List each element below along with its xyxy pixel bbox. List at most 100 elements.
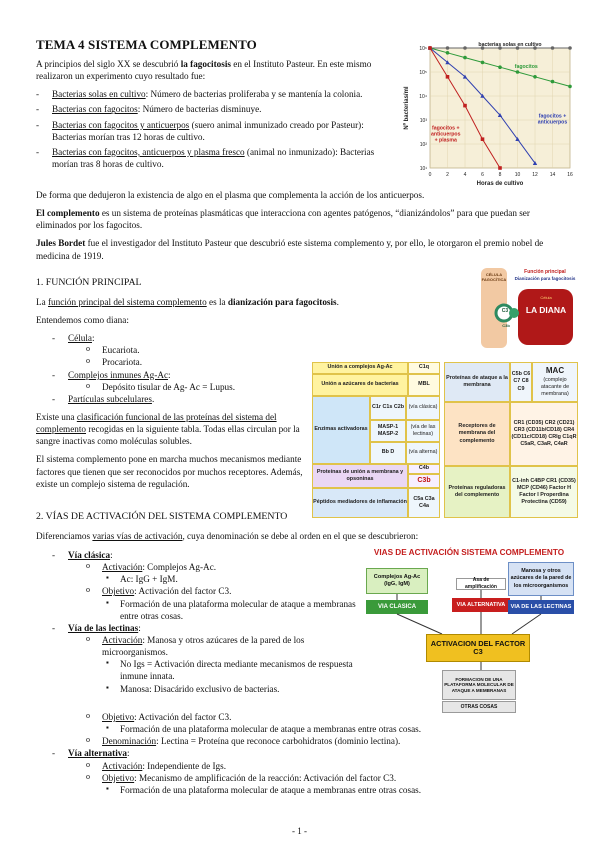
activation-list-bottom: Objetivo: Activación del factor C3. Form… bbox=[52, 711, 572, 796]
x-tick-label: 16 bbox=[567, 172, 573, 178]
formacion-box: FORMACION DE UNA PLATAFORMA MOLECULAR DE… bbox=[442, 670, 516, 700]
data-point bbox=[568, 46, 572, 50]
data-point bbox=[498, 46, 502, 50]
paragraph: Diferenciamos varias vías de activación,… bbox=[36, 530, 419, 541]
table-cell: Enzimas activadoras bbox=[312, 396, 370, 464]
paragraph: La función principal del sistema complem… bbox=[36, 296, 339, 307]
data-point bbox=[515, 46, 520, 50]
cell-label: Célula bbox=[540, 295, 552, 300]
data-point bbox=[497, 113, 503, 117]
list-item: Partículas subcelulares. bbox=[52, 393, 306, 405]
protein-classification-table: Unión a complejos Ag-Ac C1q Unión a azúc… bbox=[312, 362, 578, 518]
data-point bbox=[480, 93, 485, 98]
list-item: Activación: Manosa y otros azúcares de l… bbox=[86, 634, 368, 658]
activation-list-top: Vía clásica: Activación: Complejos Ag-Ac… bbox=[52, 549, 368, 695]
list-item: Bacterias con fagocitos, anticuerpos y p… bbox=[36, 146, 388, 170]
table-cell: Proteínas reguladoras del complemento bbox=[444, 466, 510, 518]
table-cell: Proteínas de ataque a la membrana bbox=[444, 362, 510, 402]
arrow bbox=[396, 613, 443, 635]
x-tick-label: 14 bbox=[550, 172, 556, 178]
via-lectinas-box: VIA DE LAS LECTINAS bbox=[508, 600, 574, 614]
section-function: 1. FUNCIÓN PRINCIPAL La función principa… bbox=[36, 277, 339, 490]
table-cell: C1-inh C4BP CR1 (CD35) MCP (CD46) Factor… bbox=[510, 466, 578, 518]
paragraph: Entendemos como diana: bbox=[36, 315, 129, 326]
list-item: Formación de una plataforma molecular de… bbox=[106, 598, 368, 622]
mac-label: MAC bbox=[545, 366, 565, 376]
data-point bbox=[480, 46, 485, 50]
list-item: Formación de una plataforma molecular de… bbox=[106, 723, 572, 735]
arrow bbox=[511, 613, 542, 635]
list-item: Célula: bbox=[52, 332, 306, 344]
table-cell: MAC (complejo atacante de membrana) bbox=[532, 362, 578, 402]
phagocyte-shape bbox=[481, 268, 507, 348]
via-alternativa-box: VIA ALTERNATIVA bbox=[452, 598, 510, 612]
list-item: Objetivo: Activación del factor C3. bbox=[86, 711, 572, 723]
table-cell: Receptores de membrana del complemento bbox=[444, 402, 510, 466]
data-point bbox=[463, 55, 467, 60]
list-item: Eucariota. bbox=[86, 344, 306, 356]
c3b-label: C3b bbox=[502, 323, 510, 328]
diagram-title: VIAS DE ACTIVACIÓN SISTEMA COMPLEMENTO bbox=[373, 548, 565, 557]
table-cell: (vía de las lectinas) bbox=[406, 420, 440, 442]
x-tick-label: 4 bbox=[464, 172, 467, 178]
table-cell: C5b C6 C7 C8 C9 bbox=[510, 362, 532, 402]
asa-box: Asa de amplificación bbox=[456, 577, 506, 590]
c3-label: C3 bbox=[501, 308, 509, 314]
intro-section: A principios del siglo XX se descubrió l… bbox=[36, 58, 388, 170]
list-item: Denominación: Lectina = Proteína que rec… bbox=[86, 735, 572, 747]
table-cell: C3b bbox=[408, 474, 440, 488]
otras-box: OTRAS COSAS bbox=[442, 701, 516, 713]
data-point bbox=[480, 60, 485, 65]
paragraph: Jules Bordet fue el investigador del Ins… bbox=[36, 238, 544, 261]
y-tick-label: 10² bbox=[420, 142, 428, 148]
data-point bbox=[568, 84, 572, 89]
list-item: Bacterias solas en cultivo: Número de ba… bbox=[36, 88, 388, 100]
intro-paragraph: A principios del siglo XX se descubrió l… bbox=[36, 59, 372, 82]
diana-label: LA DIANA bbox=[525, 305, 567, 315]
section-heading: 2. VÍAS DE ACTIVACIÓN DEL SISTEMA COMPLE… bbox=[36, 511, 288, 522]
section-heading: 1. FUNCIÓN PRINCIPAL bbox=[36, 277, 142, 288]
y-tick-label: 10⁴ bbox=[419, 94, 427, 100]
data-point bbox=[445, 60, 450, 65]
data-point bbox=[532, 161, 538, 165]
data-point bbox=[498, 166, 502, 170]
list-item: Manosa: Disacárido exclusivo de bacteria… bbox=[106, 683, 368, 695]
list-item: Objetivo: Mecanismo de amplificación de … bbox=[86, 772, 572, 784]
list-item: Vía de las lectinas: bbox=[52, 622, 368, 634]
paragraph: De forma que dedujeron la existencia de … bbox=[36, 190, 425, 200]
x-tick-label: 12 bbox=[532, 172, 538, 178]
table-cell: Proteínas de unión a membrana y opsonina… bbox=[312, 464, 408, 488]
table-cell: CR1 (CD35) CR2 (CD21) CR3 (CD11b/CD18) C… bbox=[510, 402, 578, 466]
list-item: Activación: Complejos Ag-Ac. bbox=[86, 561, 368, 573]
data-point bbox=[445, 75, 450, 79]
table-cell: MBL bbox=[408, 374, 440, 396]
list-item: Complejos inmunes Ag-Ac: bbox=[52, 369, 306, 381]
function-label: Función principal bbox=[524, 269, 566, 275]
diagram-arrows bbox=[396, 590, 542, 670]
table-cell: Bb D bbox=[370, 442, 406, 464]
list-item: Formación de una plataforma molecular de… bbox=[106, 784, 572, 796]
y-tick-label: 10⁶ bbox=[419, 46, 427, 52]
table-cell: Unión a complejos Ag-Ac bbox=[312, 362, 408, 374]
y-tick-label: 10⁵ bbox=[419, 70, 427, 76]
page-title: TEMA 4 SISTEMA COMPLEMENTO bbox=[36, 37, 257, 52]
list-item: Activación: Independiente de Igs. bbox=[86, 760, 572, 772]
data-point bbox=[445, 46, 450, 50]
list-item: Objetivo: Activación del factor C3. bbox=[86, 585, 368, 597]
x-axis-label: Horas de cultivo bbox=[477, 181, 524, 187]
list-item: Bacterias con fagocitos y anticuerpos (s… bbox=[36, 119, 388, 143]
list-item: Vía alternativa: bbox=[52, 747, 572, 759]
data-point bbox=[498, 65, 502, 69]
page-number: - 1 - bbox=[292, 826, 307, 836]
data-point bbox=[533, 46, 537, 50]
table-cell: MASP-1 MASP-2 bbox=[370, 420, 406, 442]
list-item: Ac: IgG + IgM. bbox=[106, 573, 368, 585]
table-cell: Unión a azúcares de bacterias bbox=[312, 374, 408, 396]
x-tick-label: 0 bbox=[429, 172, 432, 178]
table-cell: C5a C3a C4a bbox=[408, 488, 440, 518]
data-point bbox=[445, 51, 450, 55]
data-point bbox=[463, 103, 467, 108]
list-item: No Igs = Activación directa mediante mec… bbox=[106, 658, 368, 682]
series-label: bacterias solas en cultivo bbox=[478, 42, 541, 48]
